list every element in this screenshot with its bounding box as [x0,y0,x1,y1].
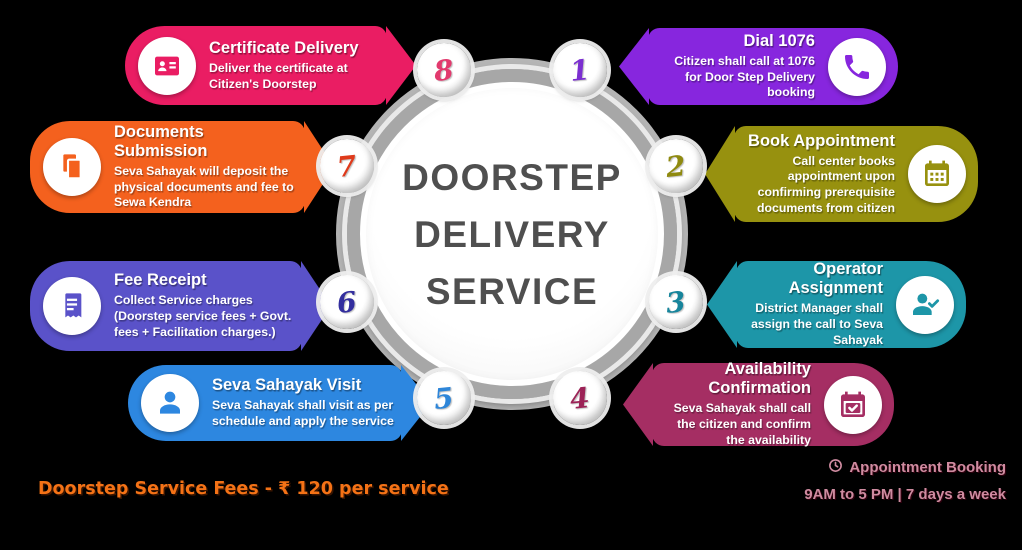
step-number: 3 [664,284,688,320]
documents-icon [43,138,101,196]
step-8-banner: Certificate Delivery Deliver the certifi… [125,26,416,105]
step-6-number-badge: 6 [320,275,374,329]
step-3-banner: Operator Assignment District Manager sha… [707,260,966,348]
banner-arrow-tip [619,28,649,105]
person-icon [141,374,199,432]
step-8-number-badge: 8 [417,43,471,97]
step-4-banner: Availability Confirmation Seva Sahayak s… [623,360,894,447]
calendar-icon [908,145,966,203]
step-7-banner: Documents Submission Seva Sahayak will d… [30,121,334,213]
step-title: Book Appointment [748,131,895,150]
step-title: Documents Submission [114,122,208,160]
step-description: Citizen shall call at 1076 for Door Step… [674,53,815,100]
step-1-number-badge: 1 [553,43,607,97]
step-description: District Manager shall assign the call t… [751,301,883,347]
calendar-check-icon [824,375,882,434]
booking-title: Appointment Booking [849,459,1006,476]
step-title: Availability Confirmation [708,360,811,398]
step-description: Seva Sahayak will deposit the physical d… [114,163,294,210]
step-5-banner: Seva Sahayak Visit Seva Sahayak shall vi… [128,365,431,441]
phone-icon [828,37,886,96]
step-7-number-badge: 7 [320,139,374,193]
step-title: Fee Receipt [114,271,207,290]
banner-arrow-tip [623,363,653,446]
step-description: Seva Sahayak shall call the citizen and … [673,401,811,447]
center-title-line: DOORSTEP [402,156,622,198]
step-description: Call center books appointment upon confi… [756,153,895,215]
center-circle: DOORSTEP DELIVERY SERVICE [347,69,677,399]
step-number: 1 [568,52,592,88]
step-description: Collect Service charges (Doorstep servic… [114,293,292,339]
banner-arrow-tip [705,126,735,222]
step-number: 6 [335,284,359,320]
step-1-banner: Dial 1076 Citizen shall call at 1076 for… [619,28,898,105]
step-number: 8 [432,52,456,88]
step-description: Seva Sahayak shall visit as per schedule… [212,398,394,428]
step-3-number-badge: 3 [649,275,703,329]
clock-icon [828,458,843,477]
id-card-icon [138,36,196,95]
step-number: 5 [432,380,456,416]
step-number: 7 [335,148,359,184]
step-title: Seva Sahayak Visit [212,376,362,395]
step-4-number-badge: 4 [553,371,607,425]
step-2-banner: Book Appointment Call center books appoi… [705,126,978,222]
step-description: Deliver the certificate at Citizen's Doo… [209,60,348,91]
banner-arrow-tip [707,261,737,348]
step-title: Certificate Delivery [209,38,359,57]
step-6-banner: Fee Receipt Collect Service charges (Doo… [30,261,331,351]
person-check-icon [896,275,954,334]
booking-hours: 9AM to 5 PM | 7 days a week [804,486,1006,503]
step-number: 4 [568,380,592,416]
center-title-line: DELIVERY [414,213,610,255]
center-title-line: SERVICE [425,270,599,312]
step-5-number-badge: 5 [417,371,471,425]
step-number: 2 [664,148,688,184]
appointment-booking-note: Appointment Booking 9AM to 5 PM | 7 days… [804,458,1006,503]
receipt-icon [43,277,101,335]
step-title: Operator Assignment [788,260,883,298]
service-fees-note: Doorstep Service Fees - ₹ 120 per servic… [38,479,449,499]
step-2-number-badge: 2 [649,139,703,193]
step-title: Dial 1076 [743,31,815,50]
